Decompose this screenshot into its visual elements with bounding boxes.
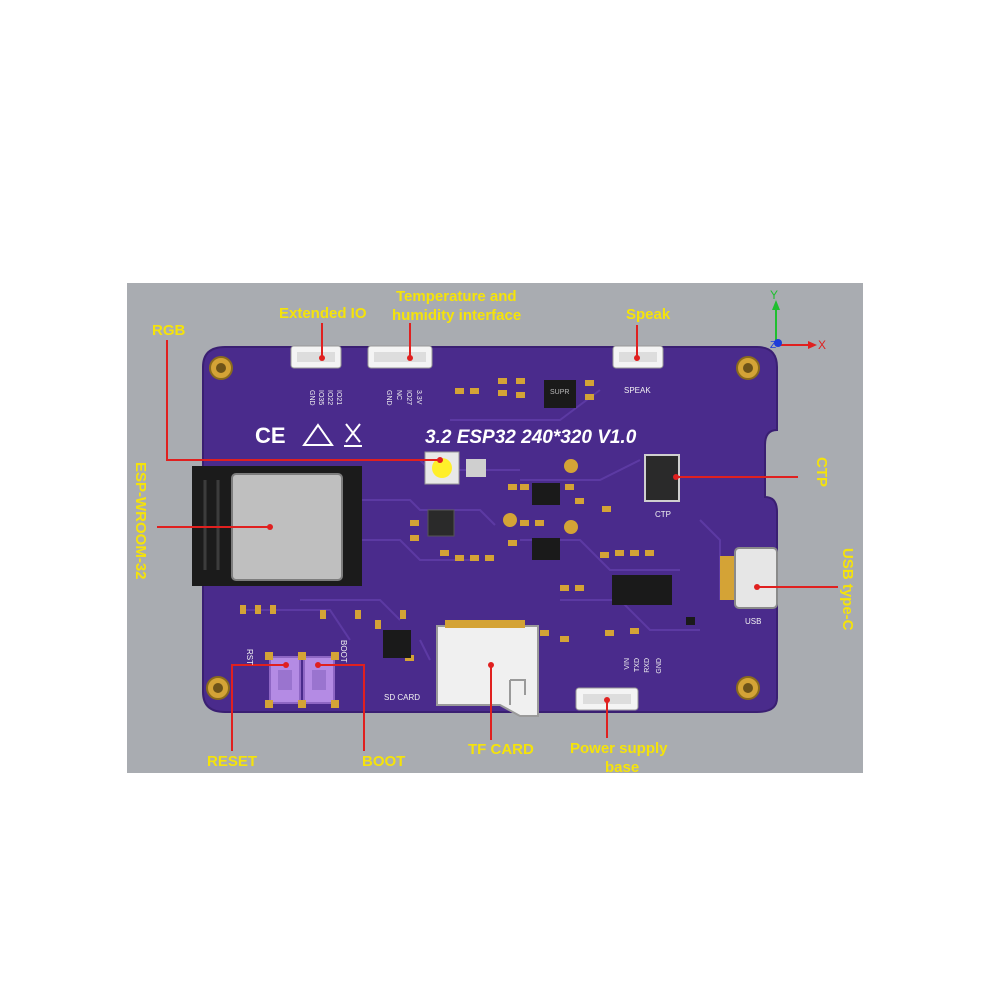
- extended-io-connector: [290, 345, 342, 369]
- silk-temp-pin-2: NC: [395, 390, 402, 401]
- reset-boot-buttons: [265, 652, 339, 708]
- axis-y-label: Y: [770, 288, 779, 302]
- silk-power-pin-4: GND: [656, 658, 663, 674]
- pcb-board: [202, 346, 778, 713]
- axis-z-label: Z: [770, 340, 777, 351]
- rgb-led: [424, 451, 486, 485]
- silk-chip-mark: SUPR: [550, 389, 570, 396]
- usb-type-c-port: [720, 547, 778, 609]
- silk-power-pin-3: RXD: [644, 658, 651, 673]
- silk-ext-io-pin-1: GND: [308, 390, 315, 406]
- label-ctp: CTP: [813, 457, 830, 487]
- label-power-line2: base: [605, 759, 640, 776]
- label-temperature-line1: Temperature and: [396, 288, 517, 305]
- silk-usb: USB: [745, 617, 762, 626]
- label-reset: RESET: [207, 753, 258, 770]
- label-extended-io: Extended IO: [279, 305, 367, 322]
- silk-rst: RST: [245, 649, 254, 665]
- silk-speak: SPEAK: [624, 386, 651, 395]
- axis-x-label: X: [818, 338, 827, 352]
- label-power-line1: Power supply: [570, 740, 668, 757]
- silk-ext-io-pin-4: IO21: [335, 390, 342, 406]
- silk-temp-pin-4: 3.3V: [415, 390, 422, 405]
- board-title: 3.2 ESP32 240*320 V1.0: [425, 427, 637, 448]
- label-boot: BOOT: [362, 753, 406, 770]
- ce-mark: CE: [255, 423, 286, 448]
- silk-boot: BOOT: [339, 640, 348, 663]
- label-tf-card: TF CARD: [468, 741, 534, 758]
- callout-lines: [157, 323, 838, 751]
- silk-ctp: CTP: [655, 510, 671, 519]
- silk-temp-pin-1: GND: [385, 390, 392, 406]
- silk-power-pin-1: VIN: [624, 658, 631, 670]
- label-esp-wroom-32: ESP-WROOM-32: [132, 462, 149, 580]
- weee-icon: [344, 423, 362, 447]
- reset-line: [231, 664, 286, 751]
- mounting-holes: [206, 356, 760, 700]
- capacitors: [503, 459, 578, 534]
- sd-card-slot: [436, 620, 539, 717]
- silk-ext-io-pin-3: IO22: [326, 390, 333, 406]
- label-usb-type-c: USB type-C: [839, 548, 856, 631]
- label-speak: Speak: [626, 306, 671, 323]
- coordinate-axes: [772, 300, 817, 349]
- chips: [383, 380, 695, 658]
- silk-power-pin-2: TXD: [634, 658, 641, 672]
- boot-line: [318, 664, 365, 751]
- esd-icon: [302, 423, 334, 446]
- silk-temp-pin-3: IO27: [405, 390, 412, 406]
- temperature-connector: [367, 345, 433, 369]
- rgb-line: [166, 340, 440, 461]
- callout-dots: [267, 355, 760, 703]
- smd-components: [240, 378, 654, 661]
- silk-sd-card: SD CARD: [384, 693, 421, 702]
- cert-marks: [302, 423, 362, 447]
- label-temperature-line2: humidity interface: [392, 307, 522, 324]
- silk-ext-io-pin-2: IO35: [317, 390, 324, 406]
- label-rgb: RGB: [152, 322, 186, 339]
